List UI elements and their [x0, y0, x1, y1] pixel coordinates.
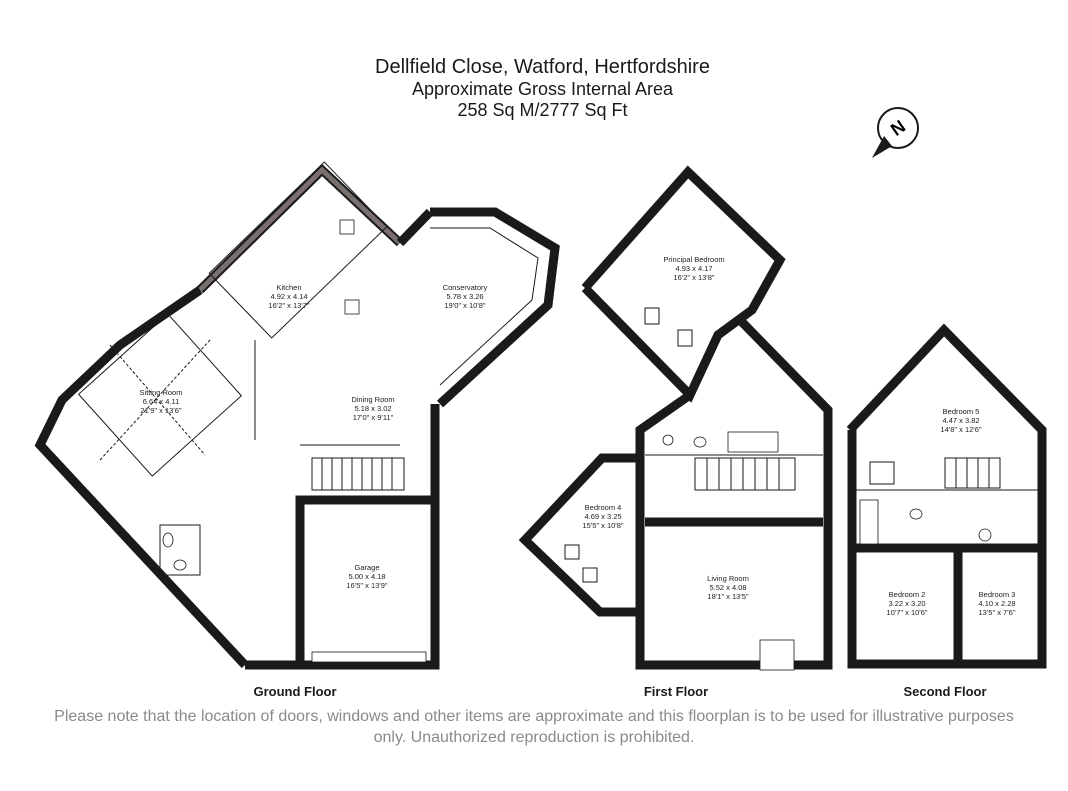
ground-main-walls	[159, 208, 440, 670]
svg-text:Dining Room: Dining Room	[351, 395, 394, 404]
svg-text:Living Room: Living Room	[707, 574, 749, 583]
svg-text:5.52 x 4.08: 5.52 x 4.08	[709, 583, 746, 592]
svg-text:14'8" x 12'6": 14'8" x 12'6"	[940, 425, 981, 434]
svg-text:Bedroom 3: Bedroom 3	[979, 590, 1016, 599]
address-title: Dellfield Close, Watford, Hertfordshire	[375, 56, 710, 78]
first-floor-label: First Floor	[643, 684, 709, 699]
svg-text:19'0" x 10'8": 19'0" x 10'8"	[444, 301, 485, 310]
svg-text:Bedroom 2: Bedroom 2	[889, 590, 926, 599]
svg-text:Bedroom 5: Bedroom 5	[943, 407, 980, 416]
svg-text:Kitchen: Kitchen	[276, 283, 301, 292]
room-label-living-room: Living Room 5.52 x 4.08 18'1" x 13'5"	[707, 574, 749, 601]
room-label-dining-room: Dining Room 5.18 x 3.02 17'0" x 9'11"	[351, 395, 394, 422]
room-label-bedroom2: Bedroom 2 3.22 x 3.20 10'7" x 10'6"	[886, 590, 927, 617]
ground-stairs	[311, 457, 405, 491]
first-floor-plan: Principal Bedroom 4.93 x 4.17 16'2" x 13…	[518, 165, 833, 671]
svg-text:4.47 x 3.82: 4.47 x 3.82	[942, 416, 979, 425]
svg-text:16'2" x 13'7": 16'2" x 13'7"	[268, 301, 309, 310]
area-value: 258 Sq M/2777 Sq Ft	[457, 100, 628, 120]
second-stairs	[944, 457, 1001, 489]
svg-text:4.69 x 3.25: 4.69 x 3.25	[584, 512, 621, 521]
svg-text:Bedroom 4: Bedroom 4	[585, 503, 622, 512]
conservatory-walls	[430, 207, 560, 408]
room-label-principal-bedroom: Principal Bedroom 4.93 x 4.17 16'2" x 13…	[663, 255, 724, 282]
kitchen-walls	[196, 161, 404, 339]
svg-text:Sitting Room: Sitting Room	[140, 388, 183, 397]
svg-text:15'5" x 10'8": 15'5" x 10'8"	[582, 521, 623, 530]
first-stairs	[694, 457, 796, 491]
second-floor-label: Second Floor	[903, 684, 987, 699]
room-label-sitting-room: Sitting Room 6.64 x 4.11 21'9" x 13'6"	[140, 388, 183, 415]
plan-header: Dellfield Close, Watford, Hertfordshire …	[0, 56, 1068, 121]
svg-text:10'7" x 10'6": 10'7" x 10'6"	[886, 608, 927, 617]
principal-bedroom-walls	[581, 165, 786, 403]
room-label-garage: Garage 5.00 x 4.18 16'5" x 13'9"	[346, 563, 387, 590]
room-label-bedroom5: Bedroom 5 4.47 x 3.82 14'8" x 12'6"	[940, 407, 981, 434]
first-main-walls	[635, 316, 833, 671]
floor-plan-drawing: .wall { fill: none; stroke: #1a1a1a; str…	[34, 107, 1047, 671]
room-label-bedroom3: Bedroom 3 4.10 x 2.28 13'5" x 7'6"	[978, 590, 1015, 617]
ground-floor-plan: Kitchen 4.92 x 4.14 16'2" x 13'7" Conser…	[34, 161, 560, 670]
ground-floor-label: Ground Floor	[253, 684, 337, 699]
area-title: Approximate Gross Internal Area	[411, 79, 674, 99]
bedroom4-walls	[518, 453, 640, 617]
svg-text:5.00 x 4.18: 5.00 x 4.18	[348, 572, 385, 581]
svg-text:Conservatory: Conservatory	[443, 283, 488, 292]
second-floor-plan: Bedroom 5 4.47 x 3.82 14'8" x 12'6" Bedr…	[846, 323, 1047, 669]
svg-text:16'5" x 13'9": 16'5" x 13'9"	[346, 581, 387, 590]
svg-text:4.93 x 4.17: 4.93 x 4.17	[675, 264, 712, 273]
room-label-conservatory: Conservatory 5.78 x 3.26 19'0" x 10'8"	[443, 283, 488, 310]
north-arrow-icon: N	[872, 107, 919, 158]
svg-text:4.92 x 4.14: 4.92 x 4.14	[270, 292, 307, 301]
svg-text:21'9" x 13'6": 21'9" x 13'6"	[140, 406, 181, 415]
room-label-kitchen: Kitchen 4.92 x 4.14 16'2" x 13'7"	[268, 283, 309, 310]
room-label-bedroom4: Bedroom 4 4.69 x 3.25 15'5" x 10'8"	[582, 503, 623, 530]
svg-text:17'0" x 9'11": 17'0" x 9'11"	[353, 413, 394, 422]
svg-text:4.10 x 2.28: 4.10 x 2.28	[978, 599, 1015, 608]
svg-text:16'2" x 13'8": 16'2" x 13'8"	[673, 273, 714, 282]
svg-text:5.18 x 3.02: 5.18 x 3.02	[354, 404, 391, 413]
svg-text:5.78 x 3.26: 5.78 x 3.26	[446, 292, 483, 301]
svg-text:6.64 x 4.11: 6.64 x 4.11	[143, 397, 180, 406]
svg-text:13'5" x 7'6": 13'5" x 7'6"	[979, 608, 1016, 617]
sitting-room-walls	[34, 286, 249, 669]
svg-text:Principal Bedroom: Principal Bedroom	[663, 255, 724, 264]
svg-text:Garage: Garage	[354, 563, 379, 572]
disclaimer-text: Please note that the location of doors, …	[54, 708, 1014, 746]
svg-text:18'1" x 13'5": 18'1" x 13'5"	[707, 592, 748, 601]
svg-text:3.22 x 3.20: 3.22 x 3.20	[888, 599, 925, 608]
